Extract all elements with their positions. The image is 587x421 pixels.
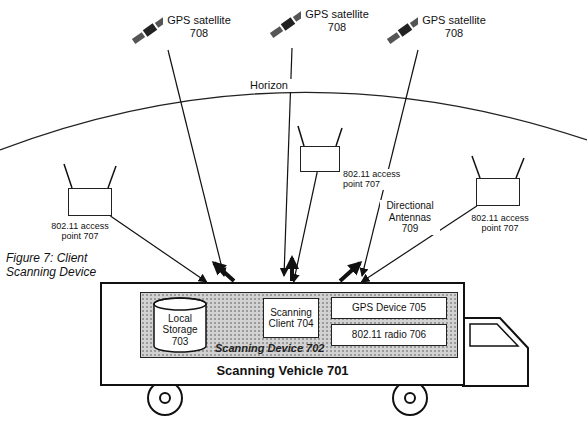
node-label: GPS Device 705: [335, 302, 443, 314]
process-box: GPS Device 705: [331, 297, 447, 319]
figure-caption-label: Figure 7: Client Scanning Device: [6, 252, 98, 280]
directional-antenna: [214, 258, 360, 281]
satellite-label: GPS satellite 708: [163, 14, 235, 39]
access-point-box: 802.11 access point 707: [68, 188, 112, 216]
callout-label: 802.11 access point 707: [45, 221, 115, 242]
satellite-signal: [168, 48, 418, 276]
antenna-label: Directional Antennas 709: [380, 200, 440, 235]
horizon-label: Horizon: [250, 79, 294, 92]
signal-arrow: [294, 172, 318, 282]
signal-arrow: [110, 216, 206, 282]
process-box: 802.11 radio 706: [331, 324, 447, 346]
cab-window: [470, 324, 518, 346]
node-label: Scanning Device 702: [215, 342, 324, 355]
callout-label: 802.11 access point 707: [467, 213, 533, 234]
node-label: 802.11 radio 706: [335, 329, 443, 341]
horizon-curve: [0, 92, 587, 150]
vehicle-cab: [463, 318, 528, 386]
wheel: [148, 381, 427, 415]
device-panel: Scanning Device 702 Local Storage 703 Scan…: [140, 292, 458, 358]
process-box: Scanning Client 704: [263, 298, 319, 338]
satellite-label: GPS satellite 708: [301, 8, 373, 33]
access-point-box: 802.11 access point 707: [300, 146, 340, 172]
node-label: Local Storage 703: [156, 313, 204, 348]
callout-label: 802.11 access point 707: [343, 169, 403, 190]
node-label: Scanning Vehicle 701: [102, 364, 463, 379]
access-point-antenna: [64, 126, 524, 188]
storage-cylinder: Local Storage 703: [153, 297, 207, 353]
vehicle-body: Scanning Vehicle 701 Scanning Device 702 L…: [100, 282, 465, 386]
satellite-label: GPS satellite 708: [418, 14, 490, 39]
node-label: Scanning Client 704: [267, 307, 315, 330]
access-point-box: 802.11 access point 707: [476, 178, 520, 206]
